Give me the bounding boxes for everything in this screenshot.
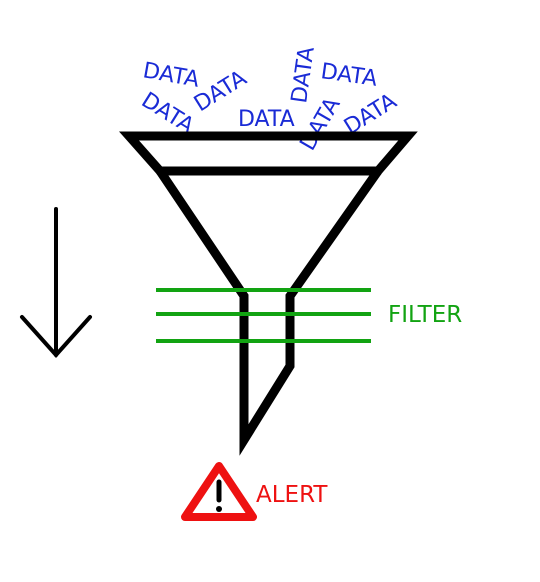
filter-lines [156, 288, 371, 343]
data-word: DATA [319, 59, 379, 92]
funnel-rim [119, 131, 418, 176]
down-arrow-icon [20, 207, 92, 358]
warning-icon [181, 462, 257, 521]
filter-label: FILTER [388, 302, 462, 328]
alert-label: ALERT [256, 482, 328, 508]
funnel-body [156, 168, 382, 456]
funnel [119, 131, 418, 456]
data-word: DATA [287, 45, 320, 105]
data-word: DATA [238, 107, 295, 132]
